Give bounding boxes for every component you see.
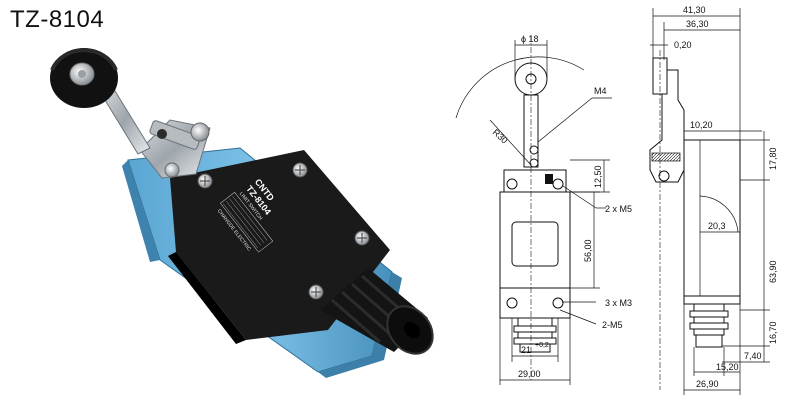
top-mount-dim: 2 x M5	[605, 204, 632, 214]
front-view-drawing: R30 ϕ 18 M4 12,50	[455, 34, 632, 385]
body-height-dim: 56,00	[583, 239, 593, 262]
side-bellows	[689, 303, 729, 348]
product-title: TZ-8104	[10, 6, 105, 33]
roller-lever	[99, 85, 211, 179]
roller-wheel	[50, 48, 118, 108]
bottom-mount-dim: 3 x M3	[605, 298, 632, 308]
switch-cover-plate: CNTD TZ-8104 LIMIT SWITCH CHANGDE ELECTR…	[168, 150, 390, 344]
body-width-dim: 29,00	[518, 369, 541, 379]
front-bellows	[513, 317, 557, 353]
cable-gland	[320, 268, 434, 355]
hole-pitch-dim: 21	[521, 345, 531, 355]
product-photo: CNTD TZ-8104 LIMIT SWITCH CHANGDE ELECTR…	[50, 48, 434, 378]
side-body	[683, 139, 741, 297]
side-body-height-dim: 63,90	[768, 260, 778, 283]
front-body	[499, 191, 571, 289]
arm-offset-dim: 10,20	[690, 120, 713, 130]
boot-width-dim: 15,20	[716, 362, 739, 372]
screw-dim: M4	[594, 86, 607, 96]
lever-offset-dim: 0,20	[674, 40, 692, 50]
radius-dim: R30	[491, 127, 510, 145]
angle-radius-dim: 20,3	[708, 221, 726, 231]
top-height-dim: 12,50	[593, 165, 603, 188]
overall-width-dim: 41,30	[683, 5, 706, 15]
arm-height-dim: 17,80	[768, 147, 778, 170]
bottom-mount2-dim: 2-M5	[602, 320, 623, 330]
base-width-dim: 26,90	[696, 379, 719, 389]
boot-height-dim: 16,70	[768, 321, 778, 344]
hole-pitch-tol: +0,2	[535, 342, 549, 349]
lever-width-dim: 36,30	[686, 19, 709, 29]
side-view-drawing: 41,30 36,30 0,20 10,20 20,3	[649, 5, 778, 395]
roller-diameter-dim: ϕ 18	[521, 34, 539, 44]
front-window	[511, 221, 559, 267]
tip-height-dim: 7,40	[744, 351, 762, 361]
